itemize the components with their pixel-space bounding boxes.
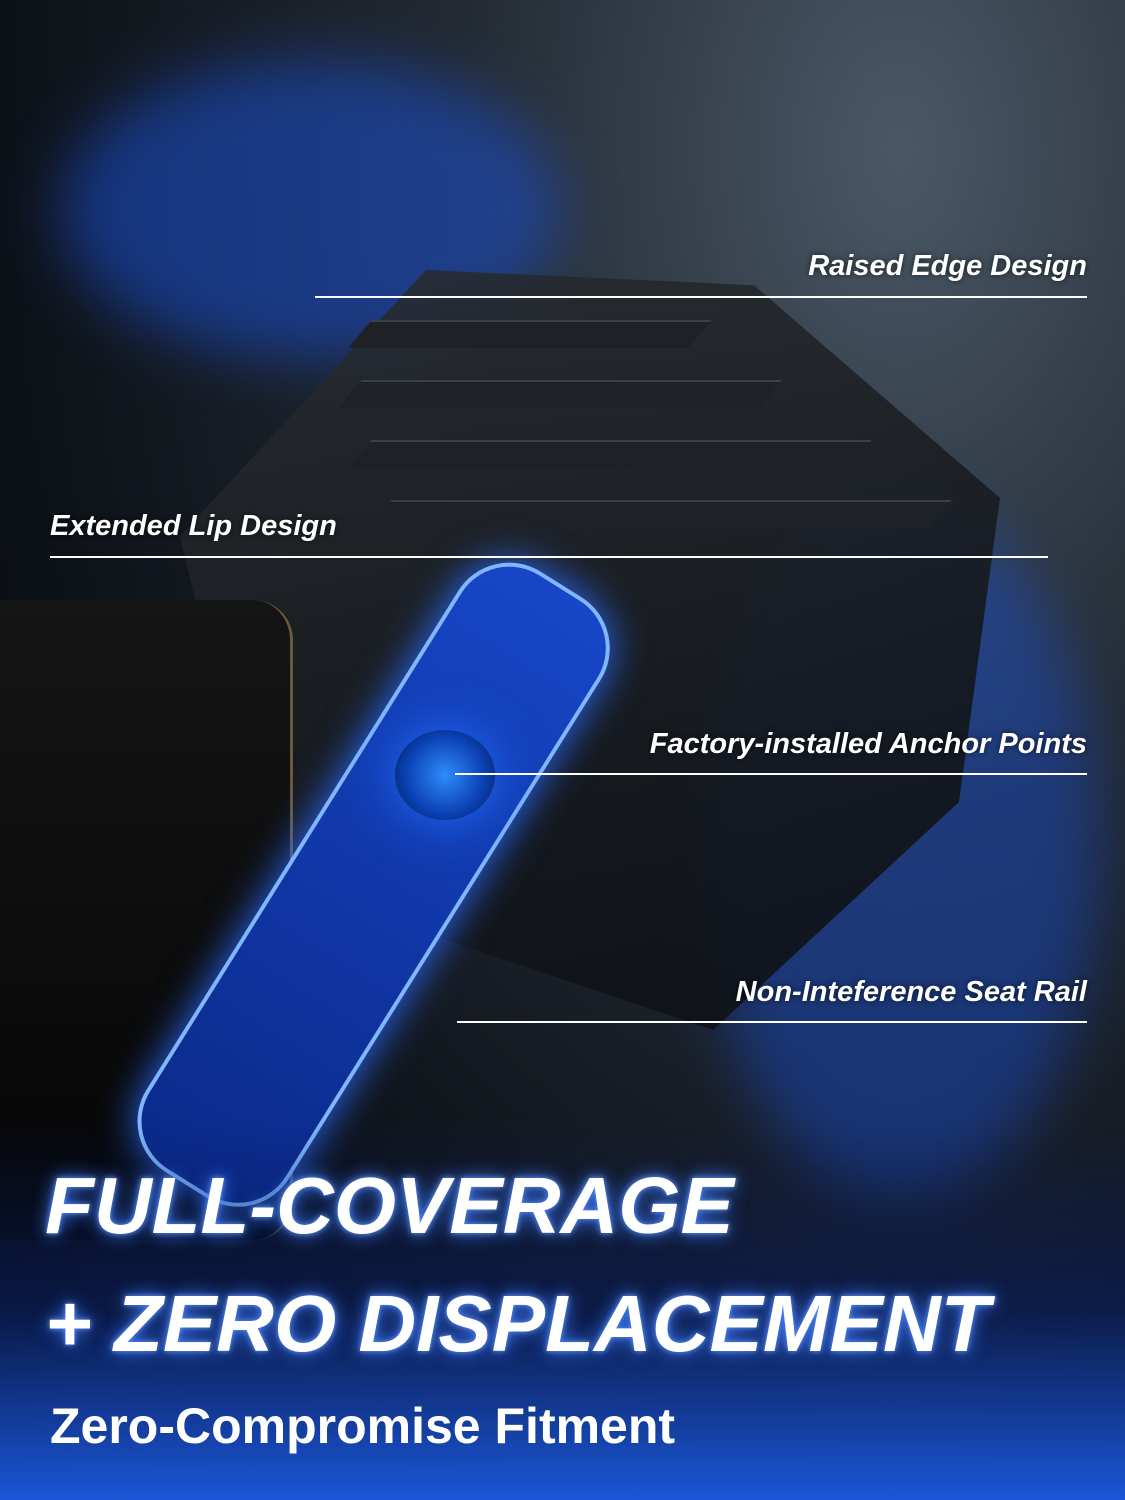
- mat-rib: [348, 440, 872, 468]
- headline-line2: + ZERO DISPLACEMENT: [45, 1279, 990, 1368]
- tagline: Zero-Compromise Fitment: [50, 1398, 676, 1454]
- callout-anchor-points: Factory-installed Anchor Points: [649, 728, 1087, 760]
- callout-line: [457, 1021, 1087, 1023]
- callout-raised-edge: Raised Edge Design: [808, 250, 1087, 282]
- callout-line: [50, 556, 1048, 558]
- mat-rib: [368, 500, 952, 528]
- callout-line: [455, 773, 1087, 775]
- mat-rib: [348, 320, 712, 348]
- mat-rib: [338, 380, 782, 408]
- anchor-point: [395, 730, 495, 820]
- callout-seat-rail: Non-Inteference Seat Rail: [735, 976, 1087, 1008]
- headline-line1: FULL-COVERAGE: [45, 1161, 734, 1250]
- callout-line: [315, 296, 1087, 298]
- callout-extended-lip: Extended Lip Design: [50, 510, 337, 542]
- bottom-gradient: [0, 1120, 1125, 1500]
